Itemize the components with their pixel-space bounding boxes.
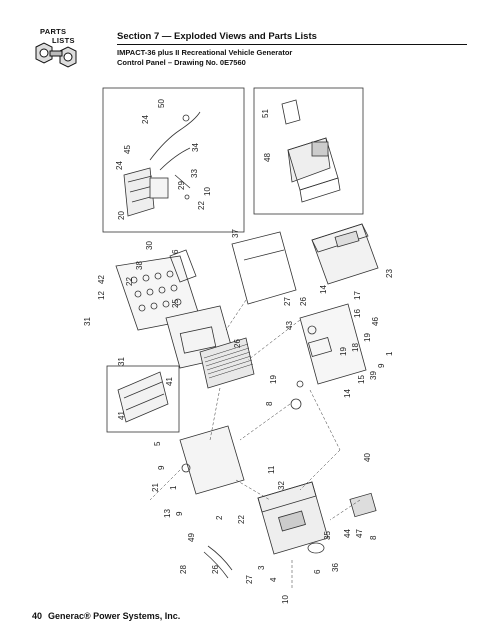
callout-label: 27 (245, 575, 254, 584)
logo-text-parts: PARTS (40, 27, 67, 36)
callout-label: 35 (323, 531, 332, 540)
callout-label: 10 (281, 595, 290, 604)
callout-label: 14 (343, 389, 352, 398)
callout-label: 19 (363, 333, 372, 342)
callout-label: 51 (261, 109, 270, 118)
callout-label: 3 (257, 565, 266, 570)
callout-label: 43 (285, 321, 294, 330)
inset-box-top-right (253, 87, 364, 215)
callout-label: 12 (97, 291, 106, 300)
callout-label: 47 (355, 529, 364, 538)
callout-label: 21 (151, 483, 160, 492)
callout-label: 19 (339, 347, 348, 356)
section-title: Section 7 — Exploded Views and Parts Lis… (117, 31, 317, 42)
callout-label: 8 (265, 401, 274, 406)
callout-label: 44 (343, 529, 352, 538)
callout-label: 38 (135, 261, 144, 270)
drawing-subtitle: Control Panel – Drawing No. 0E7560 (117, 58, 246, 67)
callout-label: 45 (123, 145, 132, 154)
callout-label: 8 (369, 535, 378, 540)
callout-label: 5 (153, 441, 162, 446)
callout-label: 20 (117, 211, 126, 220)
callout-label: 22 (125, 277, 134, 286)
callout-label: 40 (363, 453, 372, 462)
callout-label: 6 (313, 569, 322, 574)
callout-label: 9 (377, 363, 386, 368)
callout-label: 18 (351, 343, 360, 352)
callout-label: 30 (145, 241, 154, 250)
callout-label: 22 (197, 201, 206, 210)
callout-label: 26 (211, 565, 220, 574)
page-header: Section 7 — Exploded Views and Parts Lis… (117, 31, 467, 68)
callout-label: 41 (165, 377, 174, 386)
header-rule (117, 44, 467, 45)
callout-label: 9 (175, 511, 184, 516)
callout-label: 14 (319, 285, 328, 294)
callout-label: 17 (353, 291, 362, 300)
callout-label: 46 (371, 317, 380, 326)
callout-label: 6 (171, 249, 180, 254)
callout-label: 37 (231, 229, 240, 238)
inset-box-top-left (102, 87, 245, 233)
callout-label: 29 (177, 181, 186, 190)
callout-label: 10 (203, 187, 212, 196)
model-subtitle: IMPACT-36 plus II Recreational Vehicle G… (117, 48, 293, 57)
inset-box-small (106, 365, 180, 433)
callout-label: 32 (277, 481, 286, 490)
callout-label: 16 (353, 309, 362, 318)
callout-label: 33 (190, 169, 199, 178)
callout-label: 9 (157, 465, 166, 470)
callout-label: 49 (187, 533, 196, 542)
callout-label: 50 (157, 99, 166, 108)
callout-label: 48 (263, 153, 272, 162)
parts-lists-logo: PARTS LISTS (30, 27, 86, 73)
callout-label: 24 (115, 161, 124, 170)
callout-label: 39 (369, 371, 378, 380)
callout-label: 26 (299, 297, 308, 306)
callout-label: 28 (179, 565, 188, 574)
callout-labels: 50 24 45 24 34 29 33 10 22 20 51 48 37 3… (83, 99, 394, 604)
callout-label: 22 (237, 515, 246, 524)
callout-label: 31 (117, 357, 126, 366)
callout-label: 15 (357, 375, 366, 384)
callout-label: 13 (163, 509, 172, 518)
callout-label: 27 (283, 297, 292, 306)
callout-label: 42 (97, 275, 106, 284)
callout-label: 11 (267, 465, 276, 474)
company-name: Generac® Power Systems, Inc. (48, 611, 181, 621)
callout-label: 31 (83, 317, 92, 326)
callout-label: 34 (191, 143, 200, 152)
callout-label: 19 (269, 375, 278, 384)
callout-label: 36 (331, 563, 340, 572)
callout-label: 23 (385, 269, 394, 278)
callout-label: 1 (169, 485, 178, 490)
page-footer: 40 Generac® Power Systems, Inc. (32, 611, 180, 621)
callout-label: 25 (171, 299, 180, 308)
callout-label: 4 (269, 577, 278, 582)
callout-label: 24 (141, 115, 150, 124)
callout-label: 2 (215, 515, 224, 520)
callout-label: 26 (233, 339, 242, 348)
callout-label: 1 (385, 351, 394, 356)
nut-and-bolt-icon (35, 42, 77, 68)
callout-label: 41 (117, 411, 126, 420)
logo-text-lists: LISTS (52, 36, 75, 45)
page-number: 40 (32, 611, 43, 621)
